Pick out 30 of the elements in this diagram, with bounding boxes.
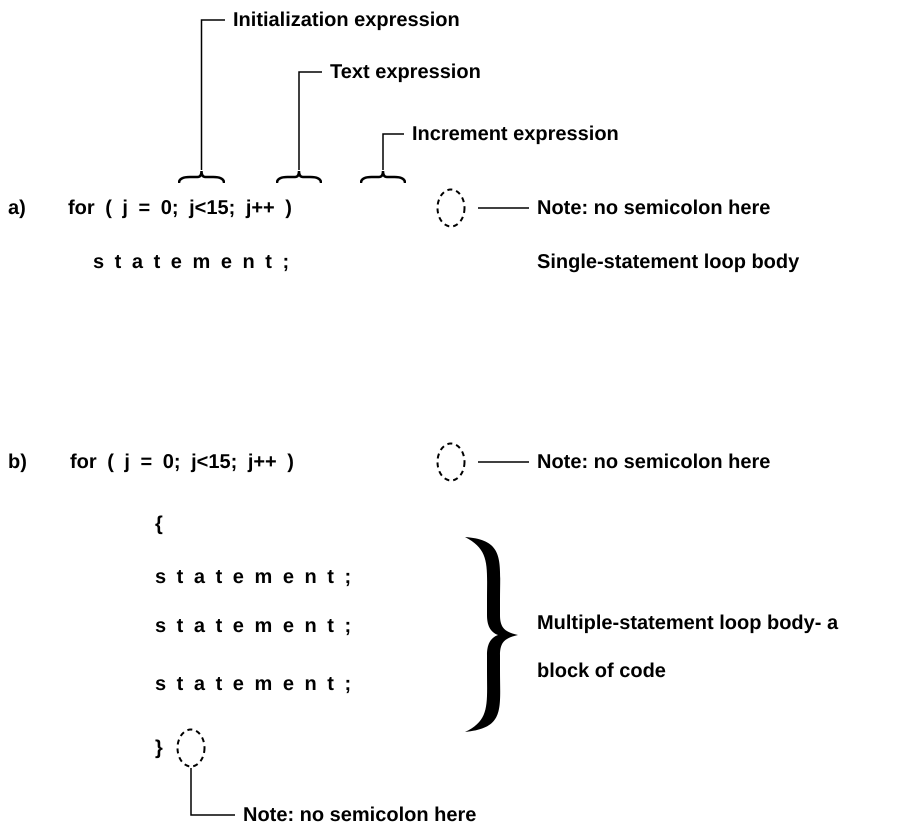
code-line: for ( j = 0; j<15; j++ ) bbox=[70, 450, 294, 474]
annotation-label: Text expression bbox=[330, 60, 481, 84]
code-line: for ( j = 0; j<15; j++ ) bbox=[68, 196, 292, 220]
annotation-label: Note: no semicolon here bbox=[537, 196, 770, 220]
part-label: b) bbox=[8, 450, 27, 474]
annotation-label: Increment expression bbox=[412, 122, 619, 146]
code-line: s t a t e m e n t ; bbox=[155, 672, 352, 696]
leader-line bbox=[382, 133, 404, 170]
curly-brace bbox=[276, 170, 322, 184]
annotation-label: Multiple-statement loop body- a block of code bbox=[537, 611, 840, 684]
curly-brace bbox=[360, 170, 406, 184]
leader-line bbox=[298, 71, 322, 170]
annotation-label: Note: no semicolon here bbox=[537, 450, 770, 474]
part-label: a) bbox=[8, 196, 26, 220]
dashed-circle bbox=[436, 442, 466, 482]
curly-brace bbox=[178, 170, 225, 184]
code-line: } bbox=[155, 736, 163, 760]
annotation-label: Note: no semicolon here bbox=[243, 803, 476, 827]
leader-line bbox=[200, 19, 225, 170]
dashed-circle bbox=[176, 728, 206, 768]
leader-line bbox=[190, 768, 235, 816]
code-line: s t a t e m e n t ; bbox=[155, 614, 352, 638]
leader-line bbox=[478, 207, 529, 209]
annotation-label: Single-statement loop body bbox=[537, 250, 800, 274]
code-line: s t a t e m e n t ; bbox=[93, 250, 290, 274]
dashed-circle bbox=[436, 188, 466, 228]
code-line: { bbox=[155, 512, 163, 536]
code-line: s t a t e m e n t ; bbox=[155, 565, 352, 589]
annotation-label: Initialization expression bbox=[233, 8, 460, 32]
leader-line bbox=[478, 461, 529, 463]
